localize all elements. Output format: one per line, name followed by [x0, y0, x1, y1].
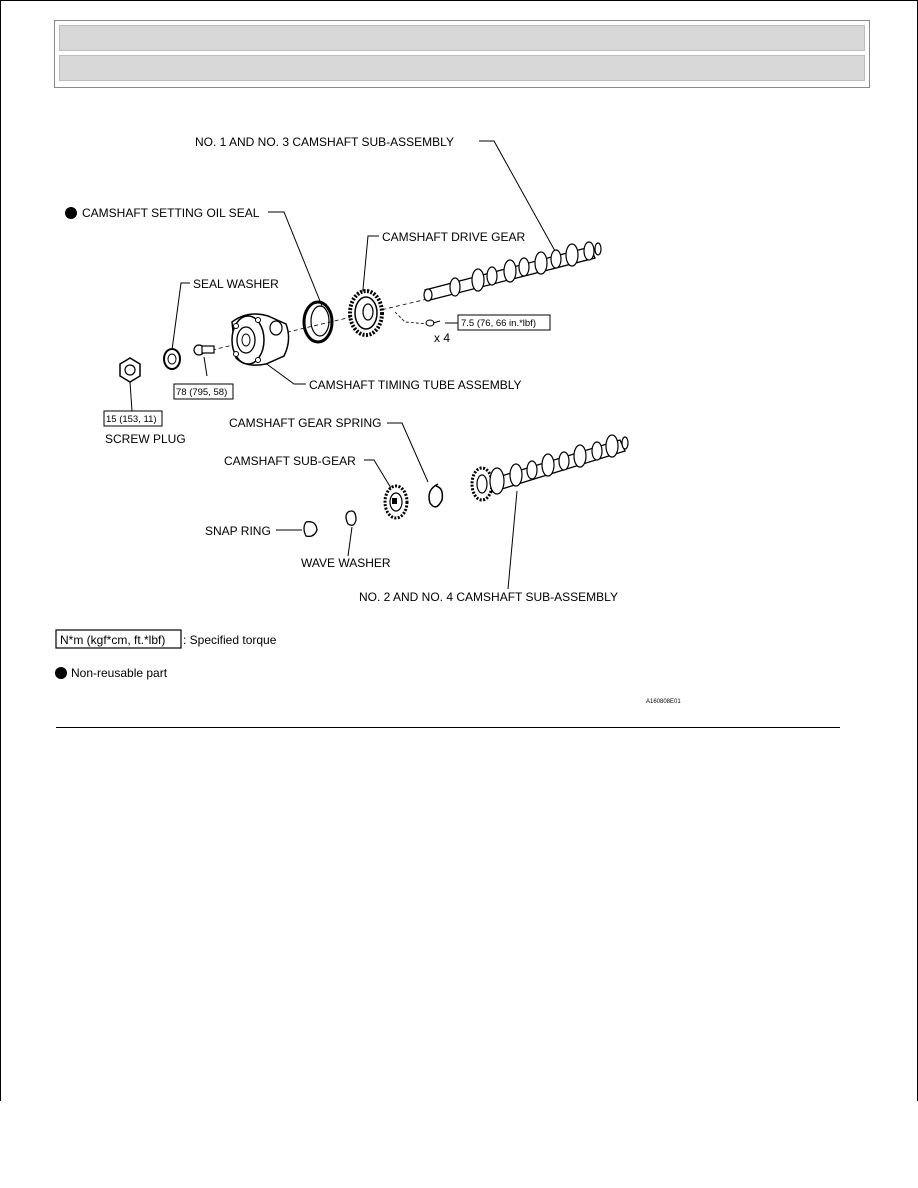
label-camshaft-gear-spring: CAMSHAFT GEAR SPRING — [229, 416, 381, 430]
leader-no1-no3-camshaft — [479, 140, 561, 261]
label-wave-washer: WAVE WASHER — [301, 556, 391, 570]
legend-non-reusable-bullet — [55, 667, 67, 679]
snap-ring-drawing — [303, 521, 318, 538]
no1-no3-camshaft-drawing — [423, 241, 602, 302]
label-seal-washer: SEAL WASHER — [193, 277, 279, 291]
bolt-axis-line — [394, 311, 429, 325]
leader-gear-spring — [387, 422, 429, 483]
label-no2-no4-camshaft: NO. 2 AND NO. 4 CAMSHAFT SUB-ASSEMBLY — [359, 590, 618, 604]
seal-washer-drawing — [163, 348, 181, 370]
camshaft-setting-oil-seal-drawing — [302, 300, 334, 344]
camshaft-sub-gear-drawing — [383, 484, 409, 520]
torque-drive-gear-bolt: 7.5 (76, 66 in.*lbf) — [461, 318, 536, 329]
screw-plug-drawing — [119, 357, 141, 383]
leader-lines — [129, 140, 561, 590]
header-row-2 — [59, 55, 865, 81]
leader-sub-gear — [364, 459, 395, 494]
label-snap-ring: SNAP RING — [205, 524, 271, 538]
legend-non-reusable: Non-reusable part — [71, 666, 168, 680]
torque-screw-plug: 15 (153, 11) — [106, 414, 157, 425]
torque-box-screw-plug — [103, 410, 163, 427]
legend-torque-box — [55, 629, 182, 649]
torque-timing-tube-bolt: 78 (795, 58) — [176, 387, 227, 398]
leader-timing-tube — [263, 361, 306, 385]
torque-box-drive-gear — [457, 314, 551, 331]
camshaft-drive-gear-drawing — [348, 289, 384, 337]
label-camshaft-timing-tube: CAMSHAFT TIMING TUBE ASSEMBLY — [309, 378, 522, 392]
leader-seal-washer — [171, 282, 190, 351]
torque-box-timing-tube — [173, 383, 234, 400]
wave-washer-drawing — [345, 510, 357, 526]
header-row-1 — [59, 25, 865, 51]
drive-gear-bolt-drawing — [425, 319, 441, 327]
label-camshaft-setting-oil-seal: CAMSHAFT SETTING OIL SEAL — [82, 206, 260, 220]
header-bar — [54, 20, 870, 88]
leader-screw-plug — [129, 381, 133, 412]
leader-oil-seal — [268, 211, 323, 307]
legend-torque-unit: N*m (kgf*cm, ft.*lbf) — [60, 633, 165, 647]
camshaft-exploded-diagram: NO. 1 AND NO. 3 CAMSHAFT SUB-ASSEMBLY CA… — [55, 135, 681, 705]
camshaft-timing-tube-drawing — [231, 313, 290, 366]
label-camshaft-drive-gear: CAMSHAFT DRIVE GEAR — [382, 230, 525, 244]
no2-no4-camshaft-drawing — [470, 434, 629, 502]
figure-id: A160808E01 — [646, 699, 681, 705]
leader-bolt-78 — [203, 356, 208, 377]
torque-drive-gear-qty: x 4 — [434, 331, 450, 345]
label-screw-plug: SCREW PLUG — [105, 432, 186, 446]
section-divider — [56, 727, 840, 728]
leader-no2-no4-camshaft — [507, 490, 518, 590]
non-reusable-bullet — [65, 207, 77, 219]
camshaft-gear-spring-drawing — [428, 483, 444, 508]
label-no1-no3-camshaft: NO. 1 AND NO. 3 CAMSHAFT SUB-ASSEMBLY — [195, 135, 454, 149]
label-camshaft-sub-gear: CAMSHAFT SUB-GEAR — [224, 454, 356, 468]
timing-tube-bolt-drawing — [193, 344, 215, 356]
leader-wave-washer — [347, 526, 353, 557]
legend-torque-desc: : Specified torque — [183, 633, 277, 647]
leader-drive-gear — [361, 235, 379, 301]
